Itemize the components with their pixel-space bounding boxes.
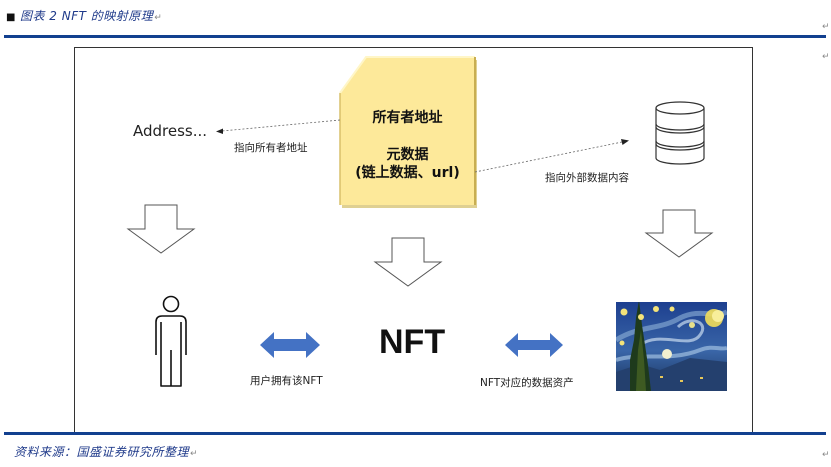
database-icon <box>655 101 705 165</box>
double-arrow-icon <box>505 333 563 357</box>
source-note: 资料来源：国盛证券研究所整理↵ <box>14 443 198 460</box>
double-arrow-icon <box>260 332 320 358</box>
down-arrow-icon <box>126 204 196 254</box>
owner-address-label: 所有者地址 <box>372 110 443 126</box>
paragraph-mark-icon: ↵ <box>190 449 199 459</box>
address-label: Address... <box>133 122 208 140</box>
down-arrow-icon <box>373 237 443 287</box>
down-arrow-icon <box>644 209 714 258</box>
caption-marker: ■ <box>6 12 16 23</box>
paragraph-mark-icon: ↵ <box>822 450 830 460</box>
external-pointer-label: 指向外部数据内容 <box>545 172 629 184</box>
source-text: 资料来源：国盛证券研究所整理 <box>14 445 190 459</box>
paragraph-mark-icon: ↵ <box>822 52 830 62</box>
external-pointer-arrow <box>474 139 629 173</box>
user-owns-label: 用户拥有该NFT <box>250 375 323 387</box>
owner-pointer-arrow <box>216 119 341 134</box>
nft-label: NFT <box>379 323 446 361</box>
metadata-label: 元数据 <box>386 147 429 163</box>
paragraph-mark-icon: ↵ <box>822 22 830 32</box>
bottom-rule <box>4 432 826 435</box>
person-icon <box>155 295 187 387</box>
owner-pointer-label: 指向所有者地址 <box>234 142 308 154</box>
metadata-detail-label: (链上数据、url) <box>355 165 460 181</box>
metadata-card-shape <box>339 56 477 208</box>
top-rule <box>4 35 826 38</box>
paragraph-mark-icon: ↵ <box>154 13 163 23</box>
caption-text: 图表 2 NFT 的映射原理 <box>19 9 154 23</box>
figure-caption: ■图表 2 NFT 的映射原理↵ <box>6 7 162 24</box>
data-asset-label: NFT对应的数据资产 <box>480 377 574 389</box>
starry-night-image <box>616 302 727 391</box>
